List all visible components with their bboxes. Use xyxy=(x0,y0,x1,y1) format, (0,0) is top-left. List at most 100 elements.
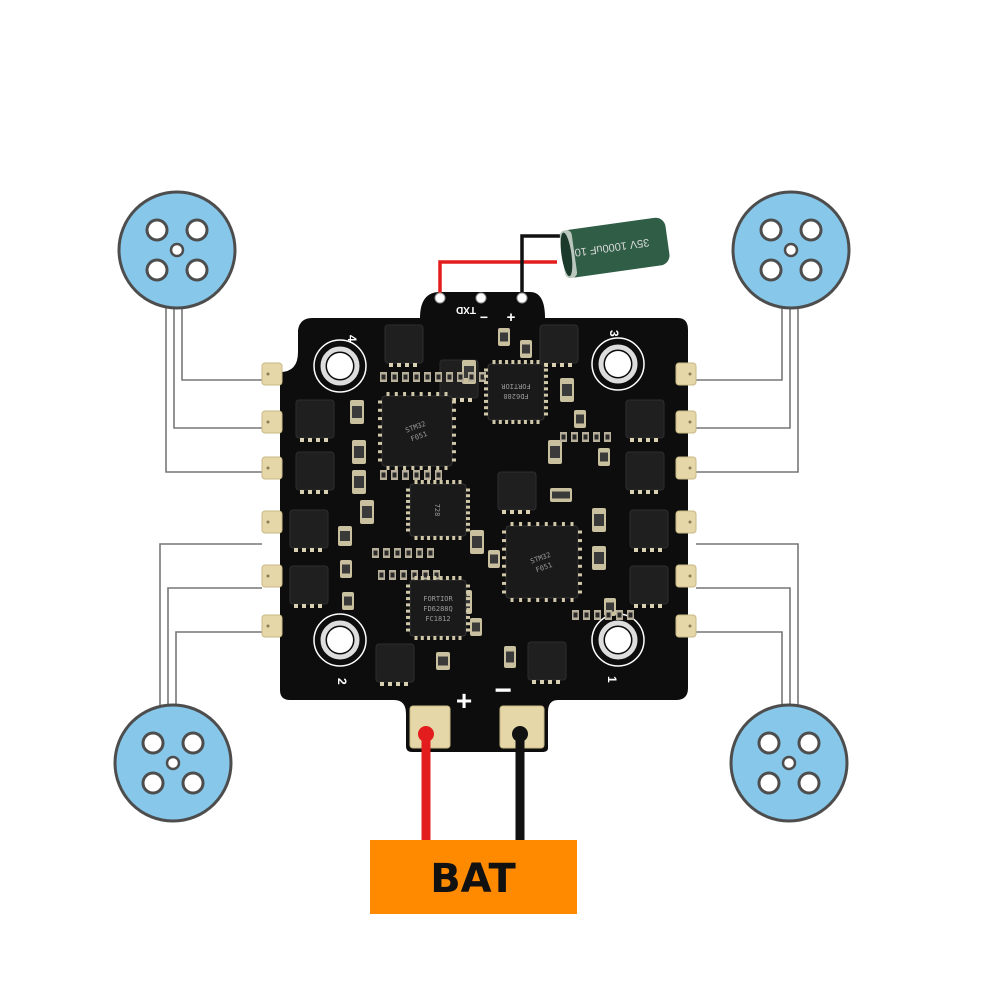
chip-pin xyxy=(406,584,410,588)
chip-pin xyxy=(406,511,410,515)
chip-body xyxy=(505,525,579,599)
chip-pin xyxy=(466,528,470,532)
pad-via xyxy=(266,466,270,470)
smd-resistor-body xyxy=(425,472,430,478)
motor-screw-hole xyxy=(145,218,169,242)
smd-resistor-body xyxy=(414,374,419,380)
motor-icon xyxy=(731,190,851,310)
chip-pin xyxy=(519,522,523,526)
passive-body xyxy=(362,506,372,518)
smd-resistor-body xyxy=(403,374,408,380)
mosfet-lead xyxy=(526,510,530,514)
chip-pin xyxy=(561,522,565,526)
mosfet xyxy=(295,399,335,439)
chip-pin xyxy=(530,420,534,424)
chip-pin xyxy=(420,536,424,540)
motor-pad-left xyxy=(261,410,283,434)
chip-pin xyxy=(406,597,410,601)
chip-pin xyxy=(406,590,410,594)
smd-resistor-body xyxy=(584,612,589,618)
chip-pin xyxy=(544,393,548,397)
smd-resistor-body xyxy=(428,550,433,556)
passive-body xyxy=(594,514,604,526)
chip-pin xyxy=(427,636,431,640)
pad-via xyxy=(688,574,692,578)
mosfet-lead xyxy=(634,604,638,608)
mosfet-lead xyxy=(658,604,662,608)
mosfet-lead xyxy=(548,680,552,684)
mounting-hole xyxy=(327,353,353,379)
chip-pin xyxy=(466,609,470,613)
smd-resistor-body xyxy=(392,472,397,478)
chip-pin xyxy=(406,517,410,521)
chip-pin xyxy=(414,536,418,540)
chip-pin xyxy=(419,466,423,470)
motor-screw-hole xyxy=(799,258,823,282)
chip-pin xyxy=(439,480,443,484)
motor-pad-left xyxy=(261,564,283,588)
chip-pin xyxy=(427,466,431,470)
chip-pin xyxy=(466,590,470,594)
chip-pin xyxy=(578,573,582,577)
mosfet-lead xyxy=(318,548,322,552)
chip-pin xyxy=(427,480,431,484)
mosfet-lead xyxy=(316,438,320,442)
motor-pad-left xyxy=(261,510,283,534)
chip-pin xyxy=(414,480,418,484)
mosfet xyxy=(629,565,669,605)
mosfet-lead xyxy=(540,680,544,684)
smd-resistor-body xyxy=(573,612,578,618)
mosfet xyxy=(625,399,665,439)
chip-pin xyxy=(433,636,437,640)
chip-pin xyxy=(378,425,382,429)
chip-pin xyxy=(452,417,456,421)
mosfet-lead xyxy=(552,363,556,367)
chip-body xyxy=(409,483,467,537)
smd-resistor-body xyxy=(412,572,417,578)
chip-marking-text: 728 xyxy=(433,504,441,517)
smd-resistor-body xyxy=(392,374,397,380)
chip-pin xyxy=(420,480,424,484)
pad-via xyxy=(266,372,270,376)
chip-pin xyxy=(452,400,456,404)
mosfet xyxy=(295,451,335,491)
chip-pin xyxy=(466,511,470,515)
chip-pin xyxy=(406,528,410,532)
smd-resistor-body xyxy=(447,374,452,380)
mosfet-lead xyxy=(310,604,314,608)
chip-pin xyxy=(511,420,515,424)
smd-resistor-body xyxy=(628,612,633,618)
chip-pin xyxy=(394,392,398,396)
capacitor-leads xyxy=(434,234,560,304)
phase-wire xyxy=(696,587,791,706)
battery-box xyxy=(370,840,577,914)
chip-pin xyxy=(452,576,456,580)
pad-via xyxy=(266,624,270,628)
motor-shaft xyxy=(165,755,181,771)
mosfet xyxy=(539,324,579,364)
smd-resistor-body xyxy=(469,374,474,380)
mosfet-lead xyxy=(324,490,328,494)
chip-pin xyxy=(452,433,456,437)
mosfet-lead xyxy=(518,510,522,514)
motor-screw-hole xyxy=(181,731,205,755)
mosfet-lead xyxy=(294,548,298,552)
motor-pad-right xyxy=(675,410,697,434)
chip-pin xyxy=(466,597,470,601)
passive-body xyxy=(342,564,350,574)
chip-pin xyxy=(452,536,456,540)
chip-pin xyxy=(544,522,548,526)
chip-pin xyxy=(484,381,488,385)
phase-wire xyxy=(159,543,262,706)
smd-resistor-body xyxy=(390,572,395,578)
chip-pin xyxy=(394,466,398,470)
chip-pin xyxy=(484,387,488,391)
smd-resistor-body xyxy=(458,374,463,380)
smd-resistor-body xyxy=(595,612,600,618)
mosfet-lead xyxy=(642,548,646,552)
smd-resistor-body xyxy=(434,572,439,578)
capacitor-body xyxy=(560,217,670,278)
motor-screw-hole xyxy=(145,258,169,282)
chip-marking-text: FORTIOR xyxy=(423,595,453,603)
